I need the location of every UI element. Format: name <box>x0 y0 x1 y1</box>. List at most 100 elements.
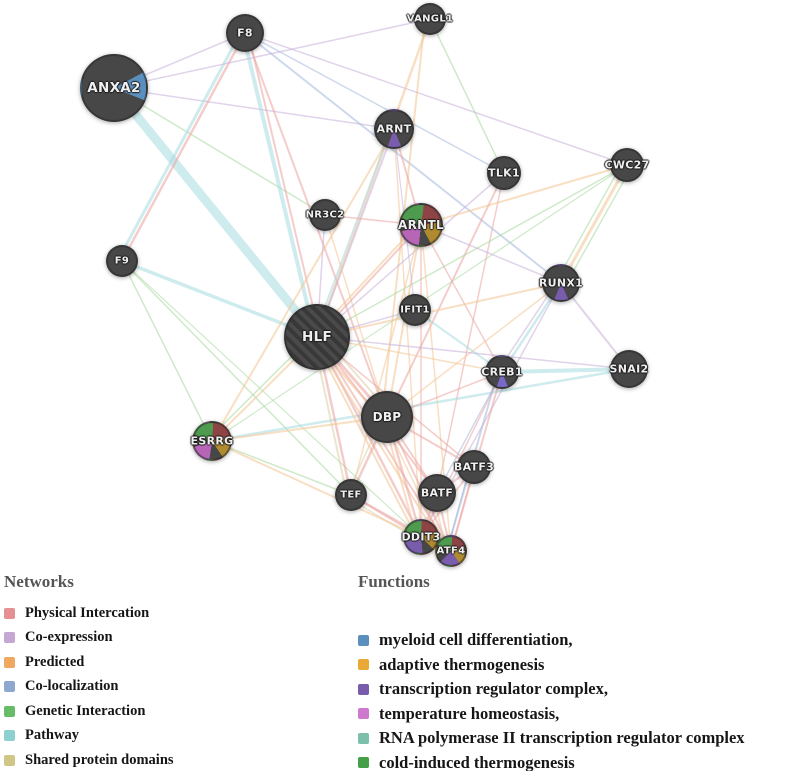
functions-item-temperature-homeostasis: temperature homeostasis, <box>358 702 788 727</box>
node-label-vangl1: VANGL1 <box>406 13 454 25</box>
node-nr3c2[interactable]: NR3C2 <box>306 199 344 231</box>
edge-arntl-runx1-coexp <box>420 224 562 284</box>
node-label-ifit1: IFIT1 <box>400 304 430 316</box>
networks-item-label: Genetic Interaction <box>25 702 146 719</box>
node-label-hlf: HLF <box>301 329 333 345</box>
node-tlk1[interactable]: TLK1 <box>487 156 521 190</box>
edge-f8-tlk1-coloc <box>244 32 505 174</box>
networks-item-pathway: Pathway <box>4 724 344 749</box>
edge-cwc27-runx1-gen <box>564 166 633 287</box>
node-runx1[interactable]: RUNX1 <box>539 264 583 302</box>
networks-item-label: Co-expression <box>25 629 113 646</box>
networks-color-chip <box>4 754 15 766</box>
edge-f9-ddit3-gen <box>121 260 422 538</box>
edge-anxa2-hlf-path <box>109 83 322 342</box>
edge-tlk1-dbp-phys <box>386 172 505 418</box>
node-label-arnt: ARNT <box>376 122 412 136</box>
functions-color-chip <box>358 659 369 671</box>
functions-item-label: myeloid cell differentiation, <box>379 630 573 650</box>
node-batf[interactable]: BATF <box>418 474 456 512</box>
functions-item-rna-polymerase-ii-transcription-regulator-complex: RNA polymerase II transcription regulato… <box>358 726 788 751</box>
networks-color-chip <box>4 730 15 742</box>
networks-item-genetic-interaction: Genetic Interaction <box>4 699 344 724</box>
networks-item-predicted: Predicted <box>4 650 344 675</box>
functions-color-chip <box>358 732 369 744</box>
legend-networks-title: Networks <box>4 572 74 591</box>
node-atf4[interactable]: ATF4 <box>435 535 467 567</box>
node-batf3[interactable]: BATF3 <box>453 450 495 484</box>
edge-hlf-ddit3-pred <box>312 337 419 540</box>
node-ddit3[interactable]: DDIT3 <box>401 519 440 555</box>
functions-item-myeloid-cell-differentiation: myeloid cell differentiation, <box>358 628 788 653</box>
node-arntl[interactable]: ARNTL <box>398 203 444 247</box>
functions-item-cold-induced-thermogenesis: cold-induced thermogenesis <box>358 751 788 771</box>
edge-snai2-hlf-coexp <box>316 336 630 370</box>
functions-color-chip <box>358 683 369 695</box>
node-creb1[interactable]: CREB1 <box>481 355 523 389</box>
node-arnt[interactable]: ARNT <box>374 109 414 149</box>
functions-item-adaptive-thermogenesis: adaptive thermogenesis <box>358 653 788 678</box>
networks-color-chip <box>4 656 15 668</box>
edge-vangl1-anxa2-coexp <box>113 18 431 89</box>
edge-arnt-ddit3-pred <box>393 128 422 538</box>
functions-item-label: cold-induced thermogenesis <box>379 752 575 771</box>
edge-hlf-atf4-pred <box>312 338 449 555</box>
networks-color-chip <box>4 681 15 693</box>
edge-f9-tef-gen <box>121 260 352 496</box>
node-vangl1[interactable]: VANGL1 <box>407 3 453 35</box>
networks-item-label: Physical Intercation <box>25 604 150 621</box>
edge-arnt-esrrg-pred <box>211 128 395 442</box>
edge-cwc27-arntl-pred <box>420 164 628 226</box>
edge-esrrg-ddit3-pred <box>211 440 422 538</box>
node-label-batf3: BATF3 <box>453 460 495 474</box>
edge-arntl-creb1-phys <box>420 224 503 373</box>
networks-item-label: Predicted <box>25 653 85 670</box>
functions-item-label: adaptive thermogenesis <box>379 654 545 674</box>
edge-f8-f9-path <box>116 29 243 261</box>
networks-item-label: Shared protein domains <box>25 751 174 768</box>
node-label-esrrg: ESRRG <box>190 434 234 448</box>
node-hlf[interactable]: HLF <box>284 304 350 370</box>
networks-color-chip <box>4 705 15 717</box>
node-esrrg[interactable]: ESRRG <box>190 421 234 461</box>
node-snai2[interactable]: SNAI2 <box>610 350 648 388</box>
networks-color-chip <box>4 632 15 644</box>
node-label-atf4: ATF4 <box>436 545 466 557</box>
functions-item-label: transcription regulator complex, <box>379 679 608 699</box>
edge-anxa2-nr3c2-gen <box>113 87 326 216</box>
edge-arnt-hlf-coexp <box>316 128 395 338</box>
node-label-snai2: SNAI2 <box>609 362 649 376</box>
node-f9[interactable]: F9 <box>106 245 138 277</box>
node-tef[interactable]: TEF <box>335 479 367 511</box>
node-label-tef: TEF <box>340 489 362 501</box>
networks-item-shared-protein-domains: Shared protein domains <box>4 748 344 771</box>
node-f8[interactable]: F8 <box>226 14 264 52</box>
networks-item-co-localization: Co-localization <box>4 675 344 700</box>
node-label-cwc27: CWC27 <box>604 158 650 172</box>
edge-runx1-hlf-pred <box>316 282 562 338</box>
node-label-f8: F8 <box>237 26 253 40</box>
node-label-nr3c2: NR3C2 <box>305 209 345 221</box>
functions-color-chip <box>358 708 369 720</box>
node-ifit1[interactable]: IFIT1 <box>399 294 431 326</box>
networks-item-co-expression: Co-expression <box>4 626 344 651</box>
node-label-arntl: ARNTL <box>398 218 444 232</box>
node-label-creb1: CREB1 <box>481 365 523 379</box>
edge-dbp-esrrg-pred <box>211 416 388 442</box>
node-label-dbp: DBP <box>372 410 402 424</box>
edge-tef-esrrg-gen <box>211 440 352 496</box>
edge-tlk1-batf-phys <box>436 172 505 494</box>
edge-arnt-hlf-path <box>313 126 393 337</box>
networks-item-label: Pathway <box>25 727 79 744</box>
node-dbp[interactable]: DBP <box>361 391 413 443</box>
functions-item-label: temperature homeostasis, <box>379 703 560 723</box>
functions-item-transcription-regulator-complex: transcription regulator complex, <box>358 677 788 702</box>
node-cwc27[interactable]: CWC27 <box>604 148 649 182</box>
edge-f8-cwc27-coexp <box>244 32 628 166</box>
node-label-tlk1: TLK1 <box>488 166 520 180</box>
node-anxa2[interactable]: ANXA2 <box>80 54 148 122</box>
